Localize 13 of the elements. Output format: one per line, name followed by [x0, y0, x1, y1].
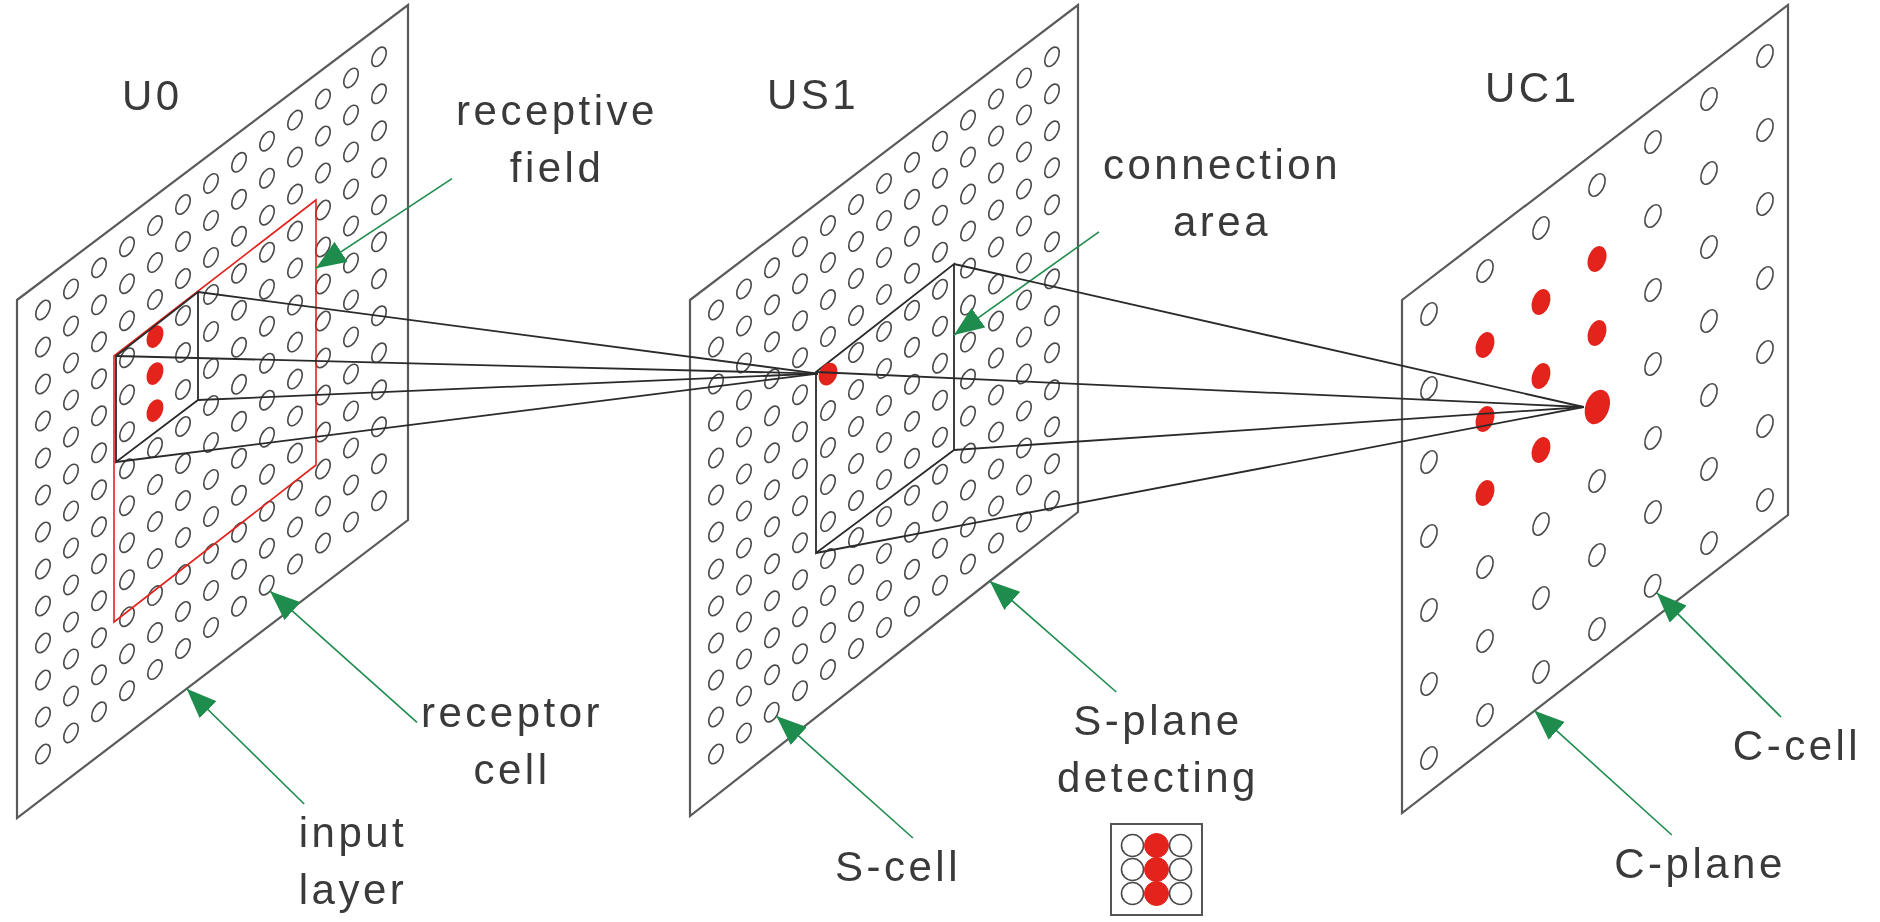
callout-label: S-plane detecting — [1056, 696, 1260, 803]
callout-label: input layer — [295, 804, 411, 918]
leader-arrow — [988, 580, 1118, 693]
leader-arrow — [775, 715, 914, 839]
projection-line — [953, 406, 1585, 451]
leader-arrow — [953, 231, 1100, 336]
callout-label: receptor cell — [417, 684, 607, 798]
callout-label: S-cell — [831, 838, 965, 895]
callout-label: connection area — [1099, 136, 1345, 250]
callout-label: receptive field — [452, 82, 662, 196]
projection-line — [815, 406, 1585, 554]
callout-label: C-plane — [1610, 835, 1790, 892]
plane-title: US1 — [767, 70, 860, 120]
